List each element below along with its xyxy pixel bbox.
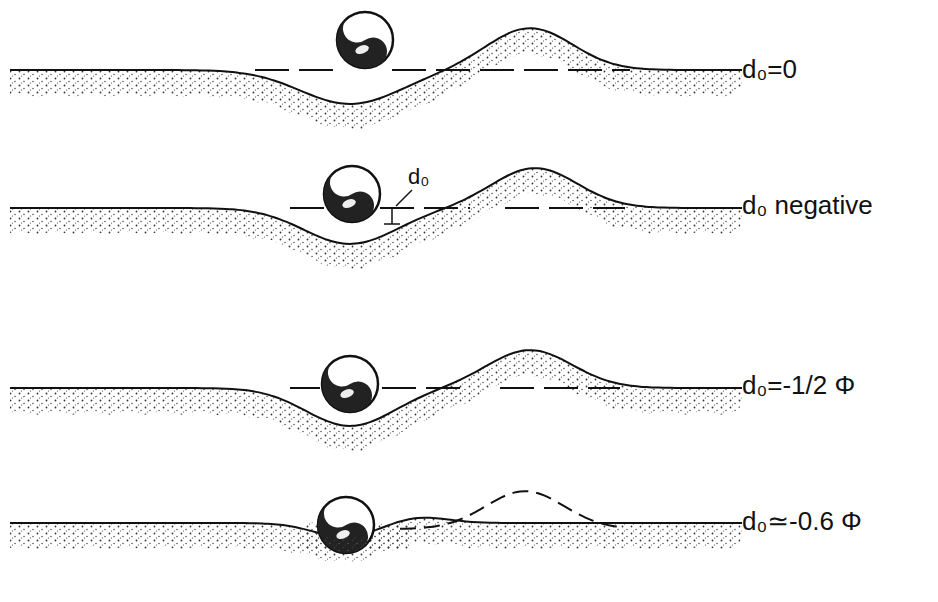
grain-sphere [307, 494, 374, 564]
grain-sphere [326, 9, 393, 79]
grain-sphere [311, 353, 378, 423]
reference-line [255, 69, 340, 71]
former-mound [400, 491, 622, 529]
sand-cover [320, 531, 370, 552]
dimension-label: d₀ [406, 166, 431, 188]
reference-line [380, 207, 470, 209]
reference-line [392, 69, 630, 71]
case-label: d₀=-1/2 Φ [742, 372, 855, 398]
dimension-mark [384, 223, 400, 225]
reference-line [505, 207, 625, 209]
leader-line [396, 190, 412, 206]
case-label: d₀=0 [742, 56, 797, 82]
dimension-mark [391, 208, 393, 224]
reference-line [382, 387, 470, 389]
case-label: d₀ negative [742, 192, 873, 218]
reference-line [500, 387, 620, 389]
sand-bed [10, 350, 742, 451]
reference-line [290, 387, 320, 389]
reference-line [290, 207, 326, 209]
bed-surface [10, 350, 742, 426]
case-label: d₀≃-0.6 Φ [742, 508, 862, 534]
grain-sphere [313, 163, 380, 233]
sand-bed [10, 518, 742, 562]
